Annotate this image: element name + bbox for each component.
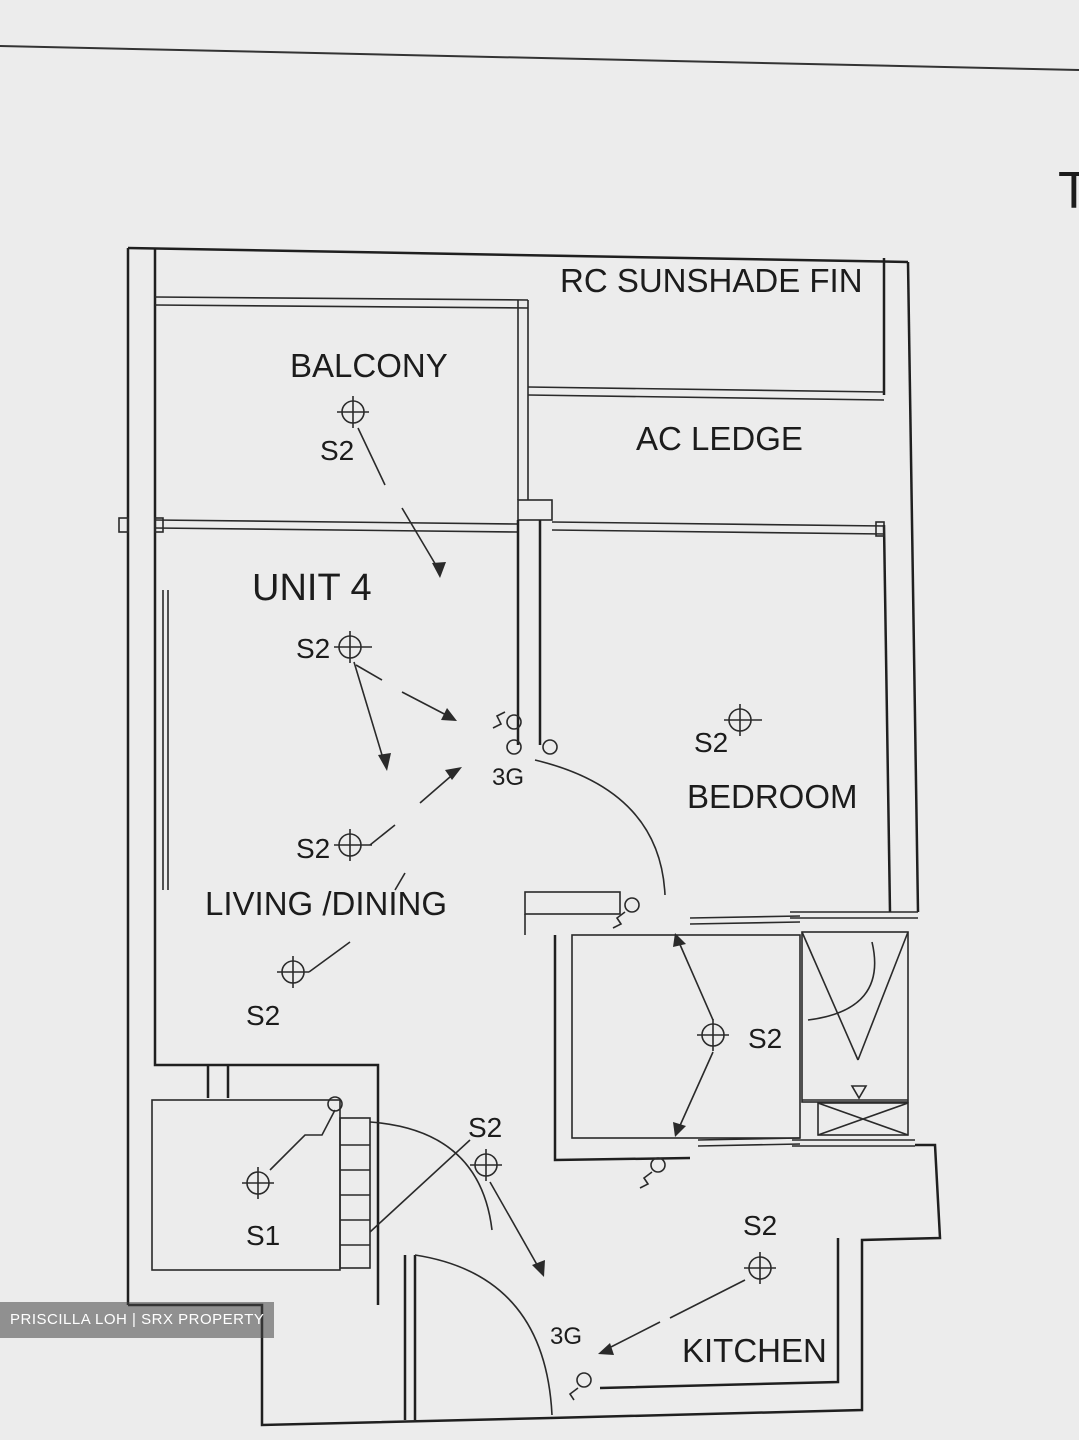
symbol-3g-kitchen: 3G [550, 1323, 582, 1350]
label-ac-ledge: AC LEDGE [636, 420, 803, 457]
entrance-door [403, 1254, 553, 1420]
outer-walls [118, 246, 942, 1427]
bedroom-partition [162, 520, 542, 890]
symbol-s2-corridor: S2 [468, 1112, 502, 1143]
symbol-s2-kitchen: S2 [743, 1210, 777, 1241]
bedroom-door [524, 759, 666, 935]
light-point-living-1 [334, 631, 372, 663]
light-point-store [242, 1167, 274, 1199]
corner-letter: T [1058, 162, 1079, 220]
label-unit: UNIT 4 [252, 567, 372, 609]
sheet-border-line [0, 45, 1079, 71]
symbol-s2-bedroom: S2 [694, 727, 728, 758]
symbol-s2-living-1: S2 [296, 633, 330, 664]
symbol-s2-bath: S2 [748, 1023, 782, 1054]
light-point-balcony [337, 396, 369, 428]
label-kitchen: KITCHEN [682, 1332, 827, 1369]
label-rc-sunshade-fin: RC SUNSHADE FIN [560, 262, 863, 299]
bathroom-block [553, 911, 918, 1162]
light-point-corridor [470, 1149, 502, 1181]
symbol-s2-living-2: S2 [296, 833, 330, 864]
symbol-s2-living-3: S2 [246, 1000, 280, 1031]
watermark: PRISCILLA LOH | SRX PROPERTY [0, 1302, 275, 1338]
label-living-dining: LIVING /DINING [205, 885, 447, 922]
light-point-bath [697, 1019, 729, 1051]
light-point-living-2 [334, 829, 372, 861]
light-point-living-3 [277, 956, 309, 988]
light-points [242, 396, 776, 1284]
balcony-ac-partitions [154, 296, 885, 537]
switch-points [327, 711, 666, 1401]
light-point-bedroom [724, 704, 762, 736]
label-balcony: BALCONY [290, 347, 448, 384]
light-point-kitchen [744, 1252, 776, 1284]
symbol-s2-balcony: S2 [320, 435, 354, 466]
store-room [151, 1065, 493, 1271]
symbol-s1-store: S1 [246, 1220, 280, 1251]
wiring [269, 427, 746, 1355]
symbol-3g-living: 3G [492, 764, 524, 791]
label-bedroom: BEDROOM [687, 778, 858, 815]
